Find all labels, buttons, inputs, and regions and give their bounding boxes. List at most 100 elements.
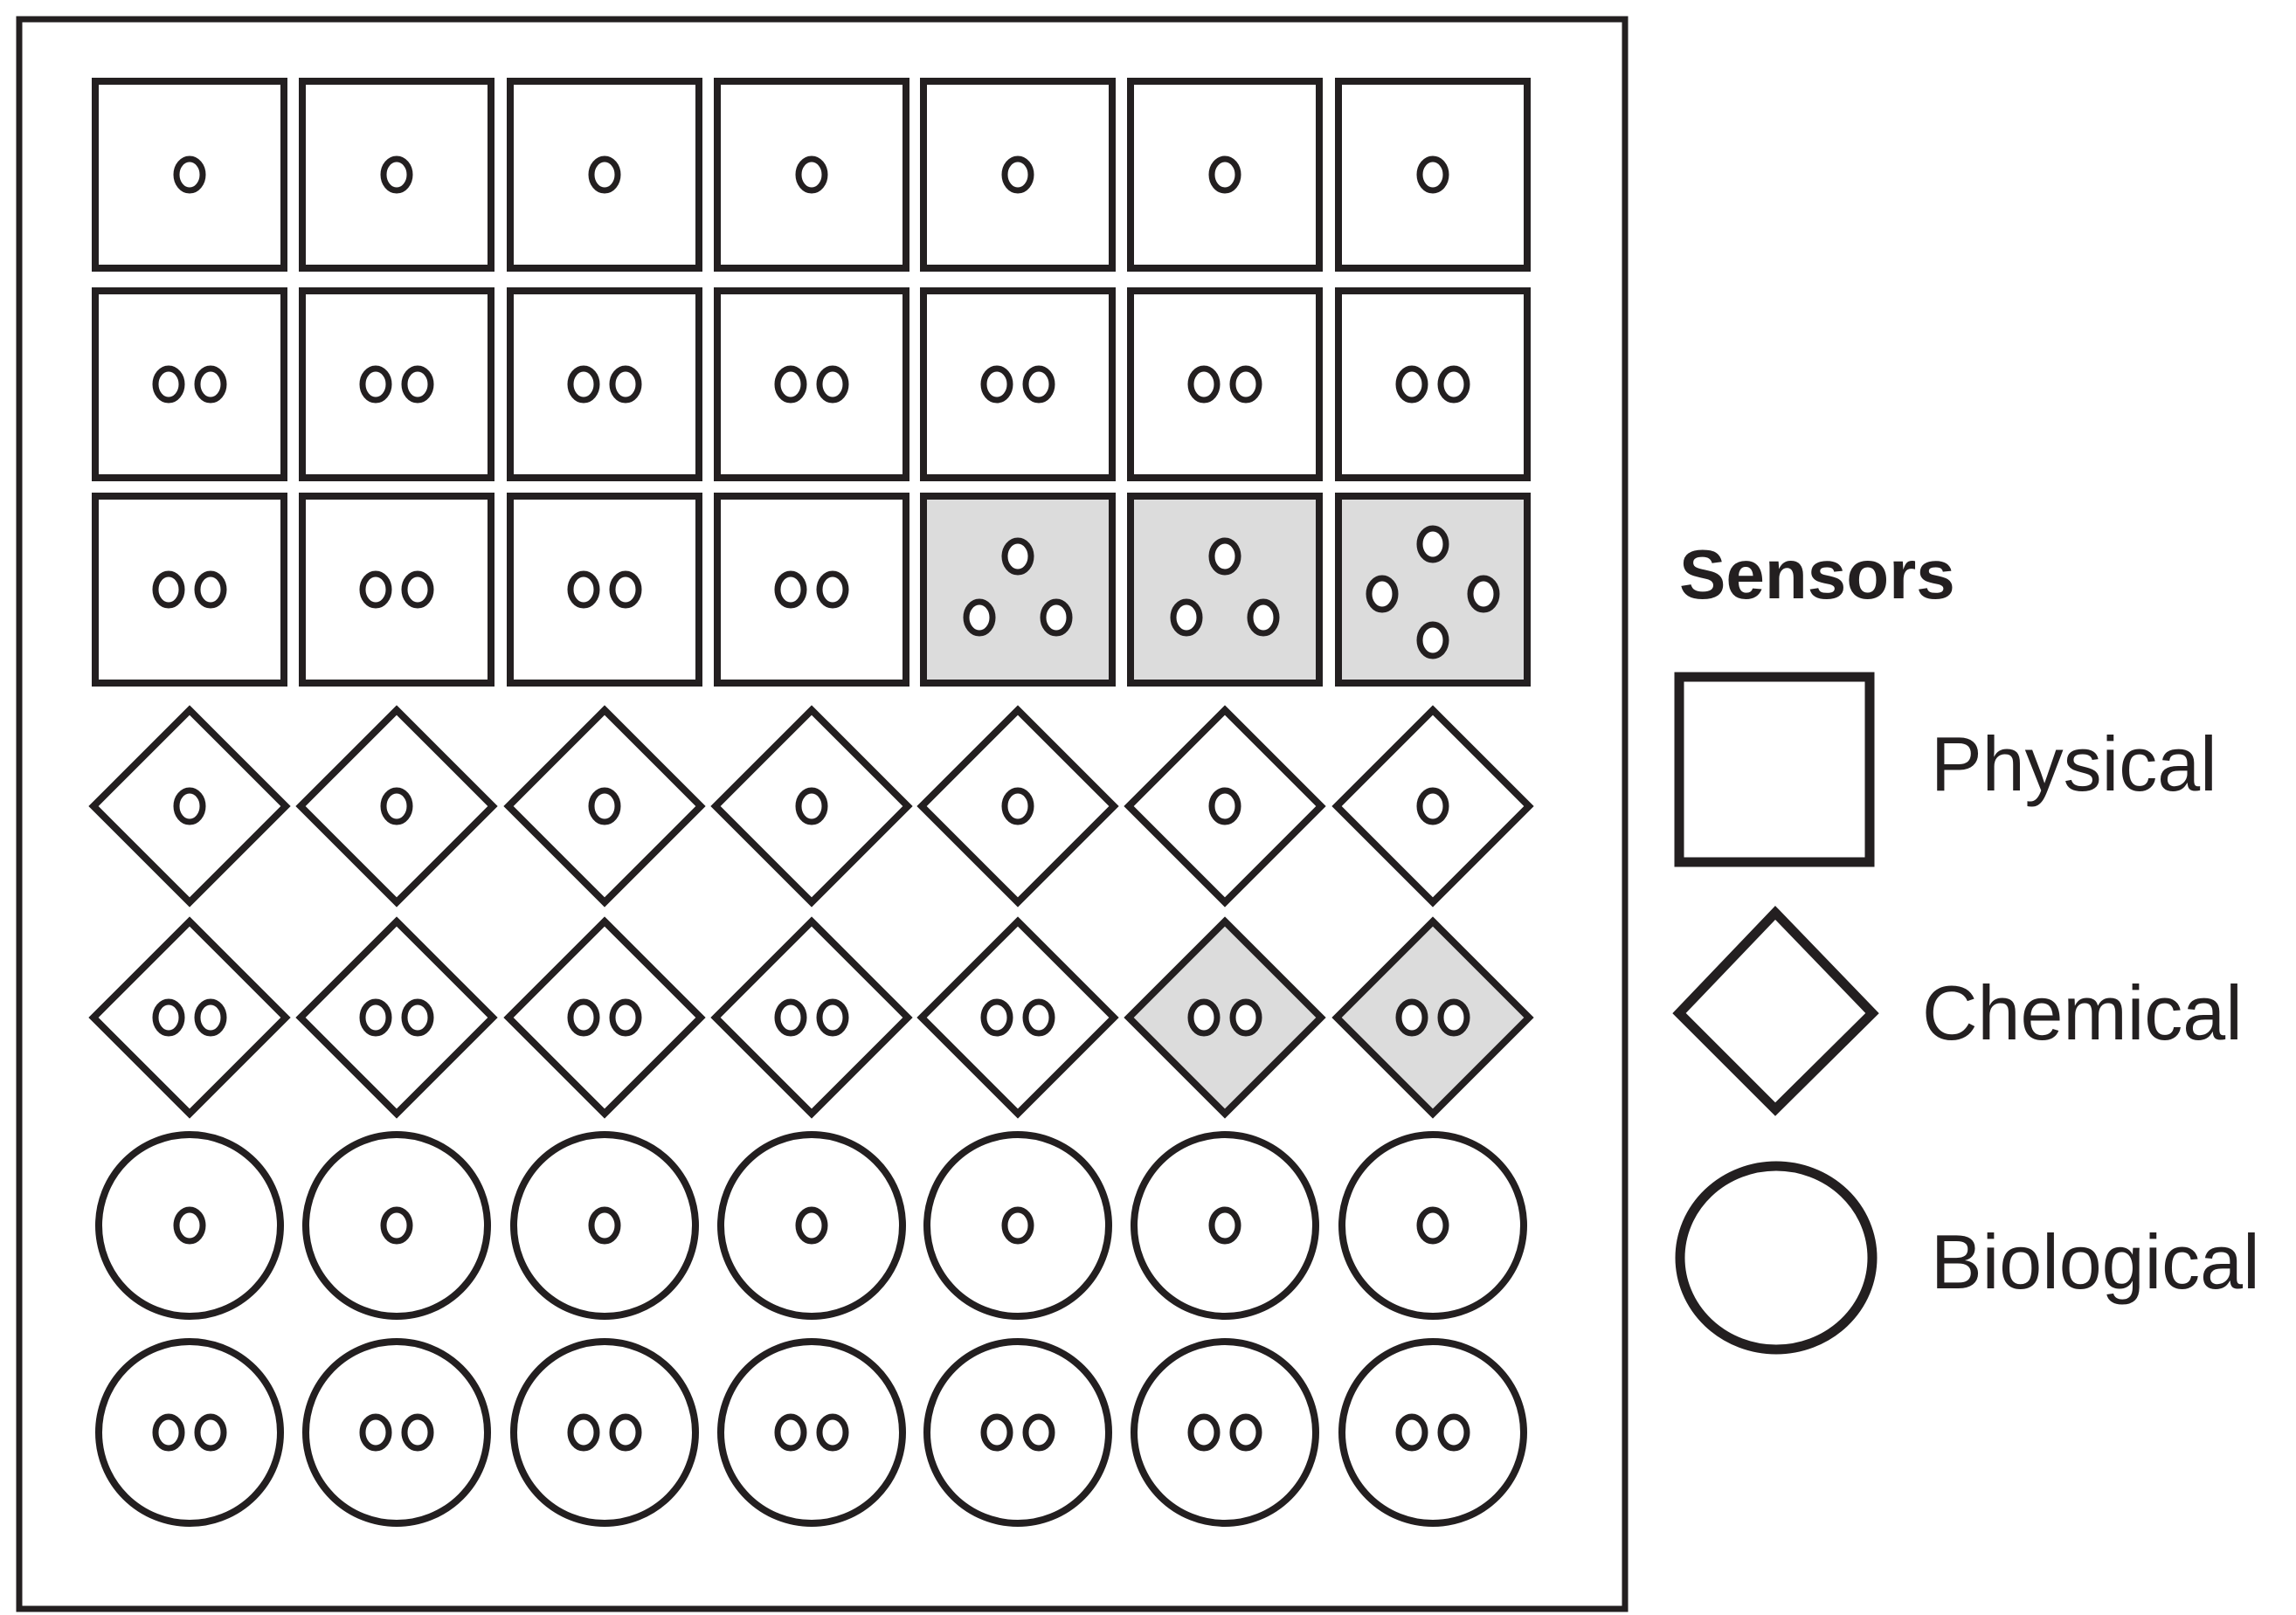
receptor-dot [1022, 365, 1055, 404]
receptor-dot [1187, 365, 1221, 404]
sensor-diamond-cell [1331, 705, 1534, 908]
receptor-dot [1229, 1413, 1262, 1452]
sensor-diamond-cell [88, 916, 291, 1119]
legend-label-physical: Physical [1931, 721, 2217, 807]
receptor-dot [774, 365, 807, 404]
square-outline [1335, 287, 1531, 481]
sensor-square-cell [1335, 78, 1531, 272]
legend: Sensors Physical Chemical Biological [1672, 535, 2260, 1355]
receptor-dot [588, 787, 621, 825]
receptor-dot [567, 570, 600, 609]
square-outline [714, 78, 909, 272]
receptor-dot [609, 1413, 642, 1452]
receptor-dot [1187, 998, 1221, 1037]
square-outline [92, 287, 287, 481]
sensor-circle-cell [510, 1338, 699, 1527]
receptor-dot [980, 365, 1013, 404]
receptor-dot [152, 365, 185, 404]
sensor-square-cell [920, 493, 1116, 687]
sensor-circle-cell [1338, 1131, 1527, 1320]
sensor-square-cell [920, 287, 1116, 481]
receptor-dot [609, 998, 642, 1037]
sensor-diamond-cell [1124, 705, 1326, 908]
sensor-circle-cell [1131, 1131, 1319, 1320]
receptor-dot [1395, 1413, 1428, 1452]
square-outline [1335, 78, 1531, 272]
square-outline [92, 493, 287, 687]
receptor-dot [152, 998, 185, 1037]
sensor-square-cell [1127, 287, 1323, 481]
receptor-dot [1395, 365, 1428, 404]
sensor-square-cell [920, 78, 1116, 272]
receptor-dot [401, 365, 434, 404]
receptor-dot [980, 1413, 1013, 1452]
legend-title: Sensors [1679, 535, 1955, 613]
diamond-outline [503, 916, 706, 1119]
receptor-dot [194, 570, 227, 609]
square-outline [714, 287, 909, 481]
receptor-dot [816, 998, 849, 1037]
receptor-dot [1001, 1206, 1034, 1245]
sensor-diamond-cell [710, 705, 913, 908]
circle-outline [1131, 1338, 1319, 1527]
receptor-dot [1416, 155, 1449, 194]
circle-outline [717, 1338, 906, 1527]
sensor-circle-cell [923, 1131, 1112, 1320]
sensor-square-cell [507, 78, 702, 272]
sensor-diamond-cell [916, 705, 1119, 908]
circle-outline [1338, 1131, 1527, 1320]
receptor-dot [774, 1413, 807, 1452]
receptor-dot [980, 998, 1013, 1037]
legend-diamond-icon [1672, 906, 1879, 1116]
legend-label-chemical: Chemical [1922, 970, 2243, 1056]
receptor-dot [1187, 1413, 1221, 1452]
receptor-dot [1208, 787, 1241, 825]
receptor-dot [1001, 537, 1034, 576]
receptor-dot [1208, 1206, 1241, 1245]
receptor-dot [1229, 365, 1262, 404]
square-outline [507, 493, 702, 687]
square-outline [299, 493, 494, 687]
diamond-outline [916, 705, 1119, 908]
receptor-dot [359, 570, 392, 609]
sensor-diamond-cell [295, 705, 498, 908]
legend-square-icon [1674, 672, 1875, 867]
receptor-dot [401, 570, 434, 609]
receptor-dot [567, 1413, 600, 1452]
circle-outline [302, 1338, 491, 1527]
receptor-dot [1416, 621, 1449, 659]
sensor-circle-cell [1338, 1338, 1527, 1527]
square-outline [920, 287, 1116, 481]
sensor-circle-cell [95, 1131, 284, 1320]
receptor-dot [194, 998, 227, 1037]
sensor-circle-cell [923, 1338, 1112, 1527]
sensor-circle-cell [302, 1131, 491, 1320]
receptor-dot [1247, 598, 1280, 637]
circle-outline [1338, 1338, 1527, 1527]
sensor-diamond-cell [503, 705, 706, 908]
receptor-dot [1395, 998, 1428, 1037]
receptor-dot [380, 155, 413, 194]
receptor-dot [194, 365, 227, 404]
receptor-dot [173, 787, 206, 825]
receptor-dot [1437, 365, 1470, 404]
receptor-dot [816, 570, 849, 609]
sensor-circle-cell [510, 1131, 699, 1320]
sensor-square-cell [92, 493, 287, 687]
receptor-dot [359, 998, 392, 1037]
sensor-diamond-cell [916, 916, 1119, 1119]
square-outline [299, 78, 494, 272]
legend-circle-icon [1675, 1161, 1878, 1355]
sensor-square-cell [299, 493, 494, 687]
circle-outline [510, 1131, 699, 1320]
receptor-dot [1467, 575, 1500, 613]
legend-item-biological: Biological [1675, 1161, 2260, 1355]
receptor-dot [401, 998, 434, 1037]
receptor-dot [774, 998, 807, 1037]
legend-item-physical: Physical [1674, 672, 2217, 867]
diamond-outline [295, 705, 498, 908]
diamond-outline [88, 916, 291, 1119]
receptor-dot [609, 570, 642, 609]
receptor-dot [1022, 998, 1055, 1037]
